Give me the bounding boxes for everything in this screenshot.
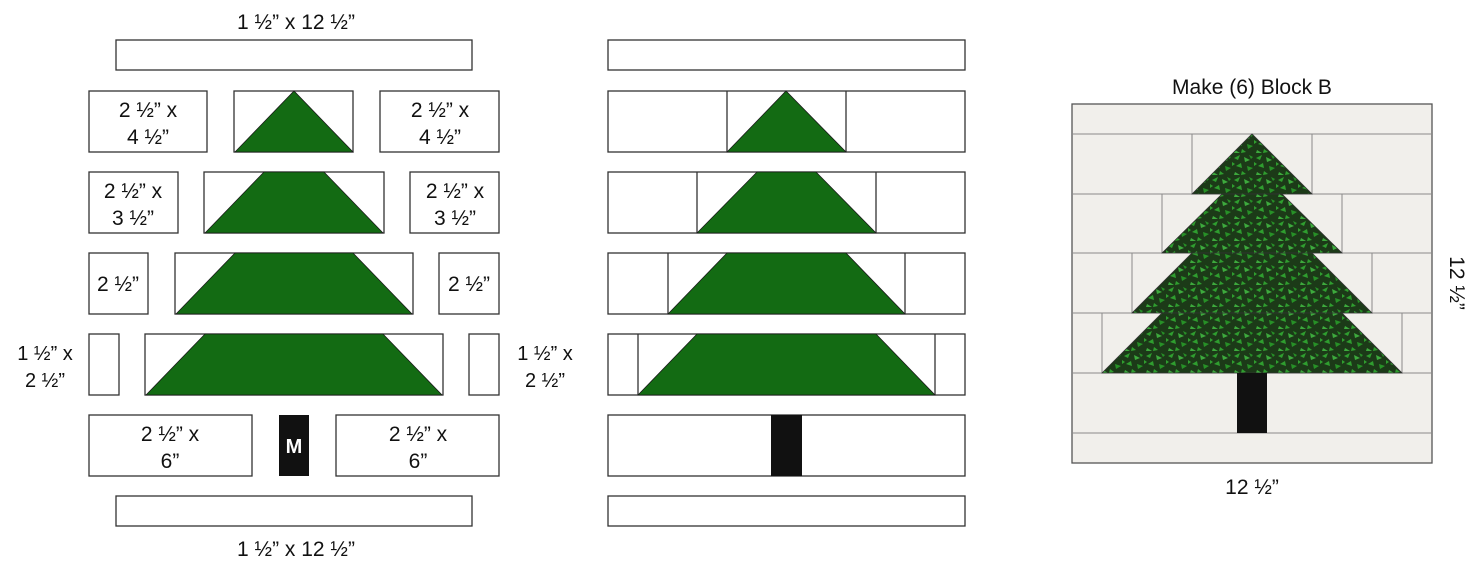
sewn-row-4	[607, 333, 966, 396]
row3-left-label: 2 ½”	[97, 273, 139, 296]
strip-bottom	[115, 495, 473, 527]
row-2-pieces: 2 ½” x 3 ½” 2 ½” x 3 ½”	[88, 171, 500, 234]
row2-left-label-line2: 3 ½”	[112, 207, 154, 230]
row2-right-label-line2: 3 ½”	[434, 207, 476, 230]
trunk-piece	[279, 415, 309, 476]
row4-right-piece	[468, 333, 500, 396]
sewn-rows-layout	[607, 39, 966, 527]
sewn-row3-trapezoid	[667, 252, 906, 315]
trunk-label: M	[286, 436, 303, 458]
sewn-row4-trapezoid	[637, 333, 936, 396]
row5-right-label-line1: 2 ½” x	[389, 423, 448, 446]
row5-right-piece	[335, 414, 500, 477]
row4-left-label-line1: 1 ½” x	[17, 343, 73, 365]
row-1-pieces: 2 ½” x 4 ½” 2 ½” x 4 ½”	[88, 90, 500, 153]
row3-tree-trapezoid	[175, 252, 413, 315]
sewn-row-1	[607, 90, 966, 153]
row1-right-label-line1: 2 ½” x	[411, 99, 470, 122]
row1-left-label-line2: 4 ½”	[127, 126, 169, 149]
row2-left-label-line1: 2 ½” x	[104, 180, 163, 203]
sewn-row-3	[607, 252, 966, 315]
strip-top	[115, 39, 473, 71]
row3-right-label: 2 ½”	[448, 273, 490, 296]
row5-right-label-line2: 6”	[409, 450, 428, 473]
cutting-layout: 1 ½” x 12 ½” 2 ½” x 4 ½” 2 ½” x 4 ½” 2 ½…	[17, 11, 573, 561]
row1-right-label-line2: 4 ½”	[419, 126, 461, 149]
row1-tree-triangle	[234, 90, 354, 153]
sewn-strip-bottom	[607, 495, 966, 527]
finished-tree-tier-4	[1101, 312, 1403, 374]
row-4-pieces: 1 ½” x 2 ½” 1 ½” x 2 ½”	[17, 333, 573, 396]
row5-left-label-line2: 6”	[161, 450, 180, 473]
row-3-pieces: 2 ½” 2 ½”	[88, 252, 500, 315]
sewn-row-2	[607, 171, 966, 234]
row5-left-piece	[88, 414, 253, 477]
sewn-row2-trapezoid	[696, 171, 877, 234]
row2-left-piece	[88, 171, 179, 234]
strip-bottom-label: 1 ½” x 12 ½”	[237, 538, 355, 561]
row4-right-label-line1: 1 ½” x	[517, 343, 573, 365]
row2-right-label-line1: 2 ½” x	[426, 180, 485, 203]
row3-right-piece	[438, 252, 500, 315]
row1-right-piece	[379, 90, 500, 153]
row4-tree-trapezoid	[145, 333, 443, 396]
finished-block-width-label: 12 ½”	[1225, 476, 1279, 499]
row4-right-label-line2: 2 ½”	[525, 370, 565, 392]
sewn-row-5	[607, 414, 966, 477]
row4-left-piece	[88, 333, 120, 396]
finished-tree	[1101, 133, 1403, 374]
sewn-strip-top	[607, 39, 966, 71]
sewn-row5-trunk	[771, 415, 802, 476]
strip-top-label: 1 ½” x 12 ½”	[237, 11, 355, 34]
row1-left-piece	[88, 90, 208, 153]
row3-left-piece	[88, 252, 149, 315]
row-5-pieces: 2 ½” x 6” M 2 ½” x 6”	[88, 414, 500, 477]
row4-left-label-line2: 2 ½”	[25, 370, 65, 392]
finished-block-title: Make (6) Block B	[1172, 76, 1332, 99]
row2-tree-trapezoid	[204, 171, 384, 234]
row2-right-piece	[409, 171, 500, 234]
row5-left-label-line1: 2 ½” x	[141, 423, 200, 446]
sewn-row1-triangle	[726, 90, 847, 153]
finished-tree-trunk	[1237, 373, 1267, 433]
finished-block: Make (6) Block B 12 ½” 12 ½”	[1071, 76, 1468, 499]
row1-left-label-line1: 2 ½” x	[119, 99, 178, 122]
finished-block-height-label: 12 ½”	[1445, 256, 1468, 310]
